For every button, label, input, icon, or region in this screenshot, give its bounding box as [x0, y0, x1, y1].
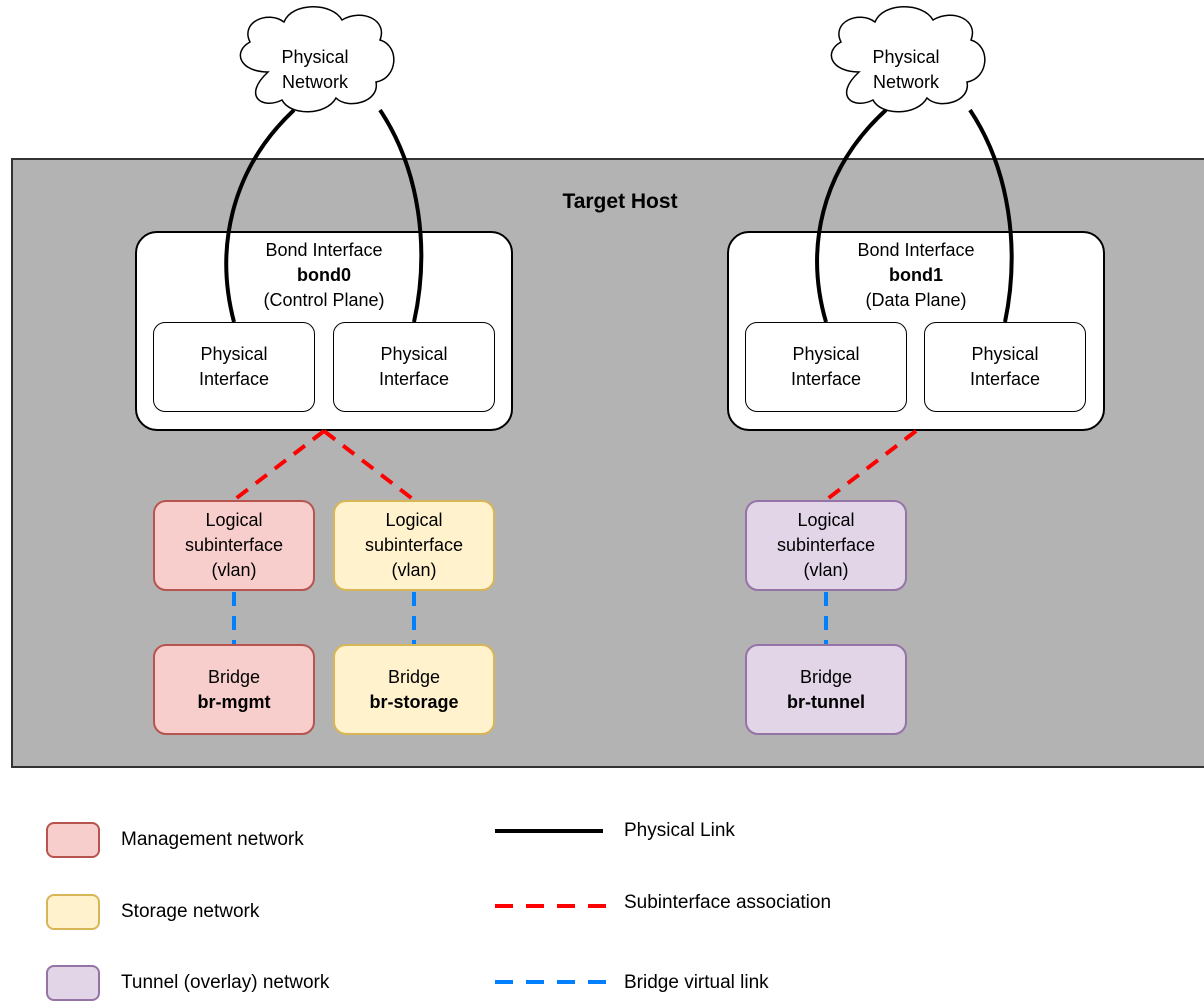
bond0-label: Bond Interface bond0 (Control Plane) — [135, 238, 513, 313]
bridge-br-mgmt: Bridge br-mgmt — [153, 644, 315, 735]
bridge-label: Bridge — [207, 666, 261, 687]
bond0-role: (Control Plane) — [263, 290, 385, 310]
cloud-label-line: Physical — [281, 47, 349, 67]
mgmt-subinterface: Logical subinterface (vlan) — [153, 500, 315, 591]
physical-link — [815, 108, 888, 323]
subinterface-association-link — [232, 429, 326, 502]
bond0-type: Bond Interface — [265, 240, 383, 260]
bridge-virtual-links — [232, 592, 828, 644]
subinterface-label: subinterface — [184, 535, 284, 555]
target-host-title: Target Host — [562, 190, 678, 213]
subinterface-label: subinterface — [364, 535, 464, 555]
physical-link — [968, 108, 1014, 323]
subinterface-associations — [232, 429, 918, 502]
bond1-name: bond1 — [889, 265, 943, 285]
phys-label: Physical — [200, 344, 268, 364]
physical-links — [224, 108, 1014, 323]
phys-label: Interface — [378, 369, 450, 389]
subinterface-label: (vlan) — [803, 560, 849, 580]
bond1-type: Bond Interface — [857, 240, 975, 260]
phys-label: Physical — [971, 344, 1039, 364]
bridge-br-storage: Bridge br-storage — [333, 644, 495, 735]
cloud-label-line: Physical — [872, 47, 940, 67]
bridge-br-tunnel: Bridge br-tunnel — [745, 644, 907, 735]
cloud-left-icon — [239, 6, 395, 113]
subinterface-label: (vlan) — [391, 560, 437, 580]
bond0-name: bond0 — [297, 265, 351, 285]
phys-label: Physical — [792, 344, 860, 364]
legend-bridge-link-label: Bridge virtual link — [624, 972, 769, 993]
legend-subinterface-label: Subinterface association — [624, 892, 832, 913]
physical-link — [378, 108, 424, 323]
legend-tunnel-label: Tunnel (overlay) network — [121, 972, 330, 993]
legend-management-swatch — [46, 822, 100, 858]
subinterface-label: Logical — [385, 510, 443, 530]
physical-link — [224, 108, 296, 323]
tunnel-subinterface: Logical subinterface (vlan) — [745, 500, 907, 591]
subinterface-association-link — [322, 429, 416, 502]
phys-label: Physical — [380, 344, 448, 364]
cloud-label-line: Network — [281, 72, 348, 92]
legend-storage-label: Storage network — [121, 901, 260, 922]
phys-label: Interface — [790, 369, 862, 389]
bridge-name: br-tunnel — [787, 691, 865, 712]
legend-physical-link-label: Physical Link — [624, 820, 735, 841]
cloud-right-label: Physical Network — [846, 45, 966, 95]
bond1-role: (Data Plane) — [865, 290, 967, 310]
phys-label: Interface — [198, 369, 270, 389]
legend-management-label: Management network — [121, 829, 304, 850]
cloud-label-line: Network — [872, 72, 939, 92]
cloud-left-label: Physical Network — [255, 45, 375, 95]
legend-tunnel-swatch — [46, 965, 100, 1001]
bridge-name: br-storage — [369, 691, 459, 712]
phys-label: Interface — [969, 369, 1041, 389]
bond1-label: Bond Interface bond1 (Data Plane) — [727, 238, 1105, 313]
subinterface-association-link — [824, 429, 918, 502]
bridge-name: br-mgmt — [197, 691, 271, 712]
subinterface-label: Logical — [797, 510, 855, 530]
cloud-right-icon — [830, 6, 986, 113]
bridge-label: Bridge — [799, 666, 853, 687]
bridge-label: Bridge — [387, 666, 441, 687]
storage-subinterface: Logical subinterface (vlan) — [333, 500, 495, 591]
subinterface-label: (vlan) — [211, 560, 257, 580]
legend-storage-swatch — [46, 894, 100, 930]
subinterface-label: Logical — [205, 510, 263, 530]
subinterface-label: subinterface — [776, 535, 876, 555]
